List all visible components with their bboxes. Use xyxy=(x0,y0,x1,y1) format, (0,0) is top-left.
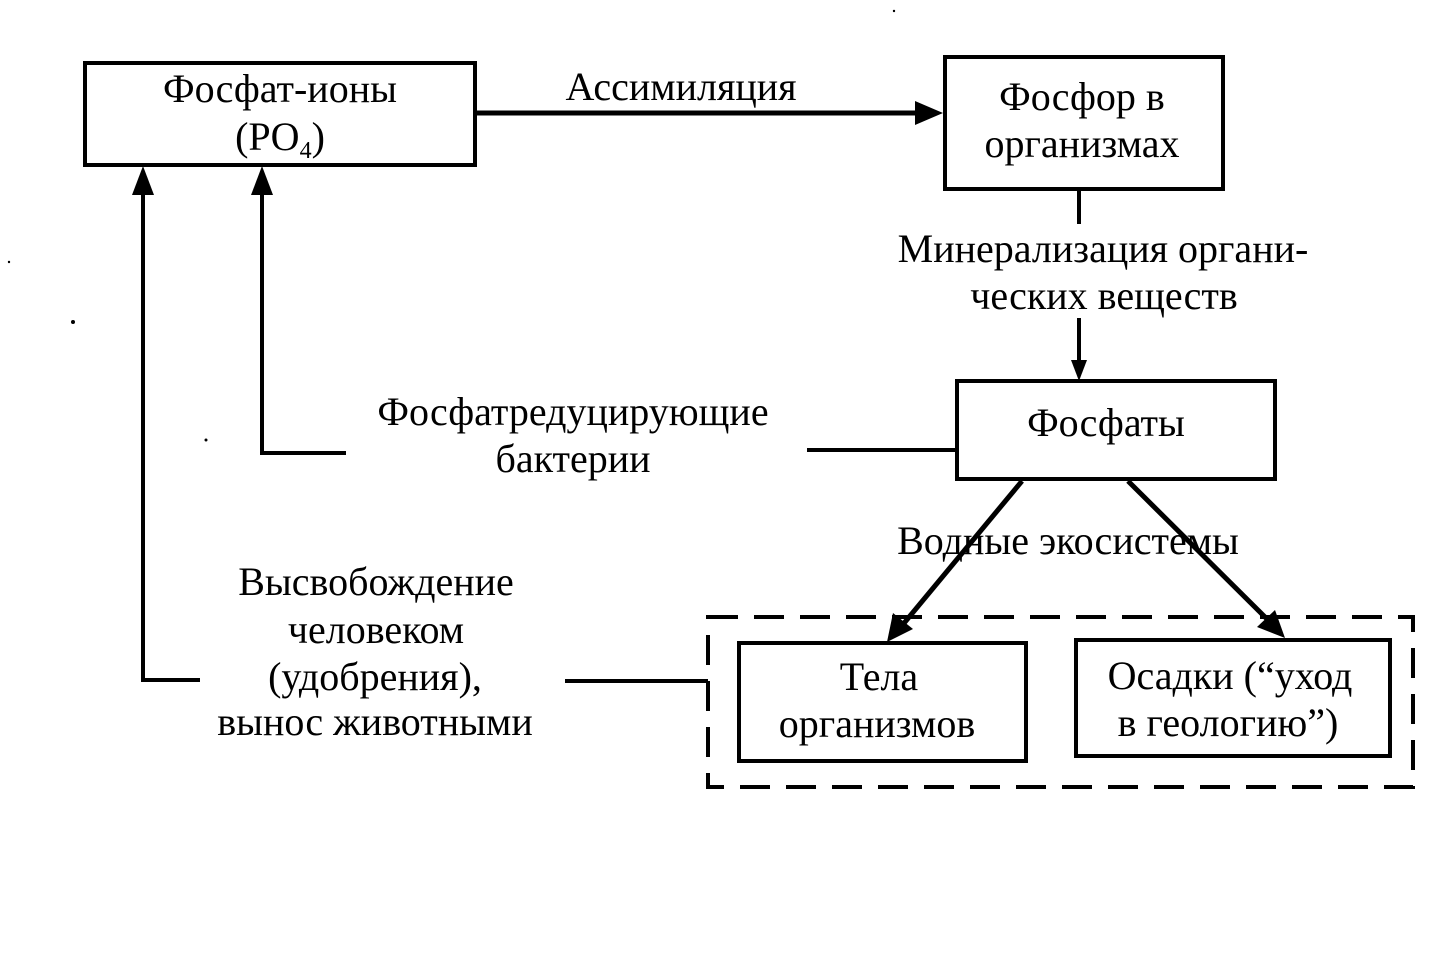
bodies-box xyxy=(737,641,1028,763)
phosphorus-organisms-box xyxy=(943,55,1225,191)
release-label-line3: (удобрения), xyxy=(268,654,482,699)
phosphate-ions-box xyxy=(83,61,477,167)
scan-speck xyxy=(71,320,75,324)
bodies-label-line2: организмов xyxy=(779,701,975,746)
sink-group-dashed-box xyxy=(706,615,1415,789)
scan-speck xyxy=(7,260,11,264)
bacteria-return-line xyxy=(260,193,346,455)
phosphates-label: Фосфаты xyxy=(1027,400,1185,445)
scan-speck xyxy=(204,438,208,442)
phosphates-box xyxy=(955,379,1277,481)
bodies-label-line1: Тела xyxy=(840,654,919,699)
release-return-line xyxy=(141,193,200,682)
phosphate-ions-label-line1: Фосфат-ионы xyxy=(163,66,397,111)
water-arrow-right xyxy=(1126,479,1274,626)
phosphate-ions-label-line2: (PO4) xyxy=(235,114,325,164)
phosphorus-organisms-label-line1: Фосфор в xyxy=(999,74,1165,119)
sediments-box xyxy=(1074,638,1392,758)
water-arrowhead-left xyxy=(887,613,913,642)
release-arrowhead xyxy=(132,166,154,195)
release-label-line1: Высвобождение xyxy=(238,559,514,604)
phosphorus-organisms-label-line2: организмах xyxy=(985,121,1180,166)
bacteria-label-line1: Фосфатредуцирующие xyxy=(377,389,768,434)
release-label-line2: человеком xyxy=(288,607,464,652)
sediments-label-line1: Осадки (“уход xyxy=(1108,653,1353,698)
bacteria-label-line2: бактерии xyxy=(495,436,650,481)
mineralization-arrowhead xyxy=(1071,360,1087,381)
release-label-line4: вынос животными xyxy=(217,699,533,744)
bacteria-arrowhead xyxy=(251,166,273,195)
water-ecosystems-label: Водные экосистемы xyxy=(897,518,1239,563)
water-arrow-left xyxy=(898,479,1024,630)
assimilation-arrowhead xyxy=(915,101,943,125)
mineralization-label-line2: ческих веществ xyxy=(970,273,1238,318)
scan-speck xyxy=(892,9,896,13)
sediments-label-line2: в геологию”) xyxy=(1118,700,1339,745)
water-arrowhead-right xyxy=(1257,610,1285,638)
mineralization-label-line1: Минерализация органи- xyxy=(898,226,1309,271)
assimilation-label: Ассимиляция xyxy=(565,64,796,109)
